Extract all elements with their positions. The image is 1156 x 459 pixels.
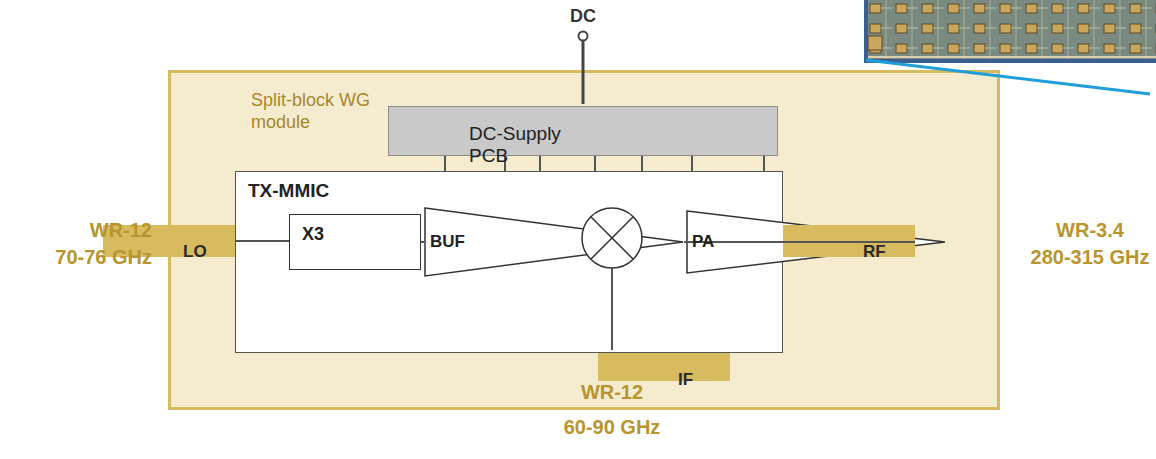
if-wire [611, 268, 613, 350]
signal-wire [421, 241, 424, 243]
triangle-shape [687, 211, 945, 273]
frequency-label: 70-76 GHz [55, 245, 152, 269]
signal-wire [594, 156, 596, 171]
chip-outline: X3BUFPATX-MMIC [235, 171, 783, 353]
port-box: IF [598, 353, 730, 381]
box-label: IF [678, 369, 800, 391]
box-label: PA [692, 231, 814, 253]
signal-wire [691, 156, 693, 171]
signal-wire [235, 240, 289, 242]
chip-photo [866, 0, 1156, 61]
chip-trace [868, 56, 1156, 58]
multiplier-box: X3 [289, 214, 421, 270]
waveguide-label: WR-3.4 [1056, 218, 1124, 242]
box-label: LO [183, 241, 305, 263]
box-label: RF [863, 241, 985, 263]
signal-wire [763, 156, 765, 171]
signal-wire [684, 241, 686, 243]
chip-pad [868, 36, 882, 50]
supply-board: DC-Supply PCB [388, 106, 778, 156]
frequency-label: 280-315 GHz [1031, 245, 1150, 269]
dc-feed-wire [582, 40, 585, 104]
triangle-shape [425, 208, 683, 276]
terminal-label: DC [570, 4, 596, 28]
box-label: BUF [430, 231, 552, 253]
frequency-label: 60-90 GHz [564, 415, 661, 439]
dc-terminal [579, 32, 588, 41]
box-heading: Split-block WG module [251, 89, 373, 133]
amplifier-triangle: BUF [424, 207, 684, 277]
waveguide-label: WR-12 [581, 380, 643, 404]
box-label: X3 [302, 223, 424, 245]
box-heading: TX-MMIC [248, 180, 370, 202]
waveguide-label: WR-12 [90, 218, 152, 242]
zoom-leader-line [866, 60, 1150, 94]
signal-wire [686, 241, 915, 243]
signal-wire [444, 156, 446, 171]
signal-wire [641, 156, 643, 171]
mixer-symbol [582, 208, 642, 268]
signal-wire [539, 156, 541, 171]
signal-wire [504, 156, 506, 171]
box-label: DC-Supply PCB [469, 123, 591, 167]
